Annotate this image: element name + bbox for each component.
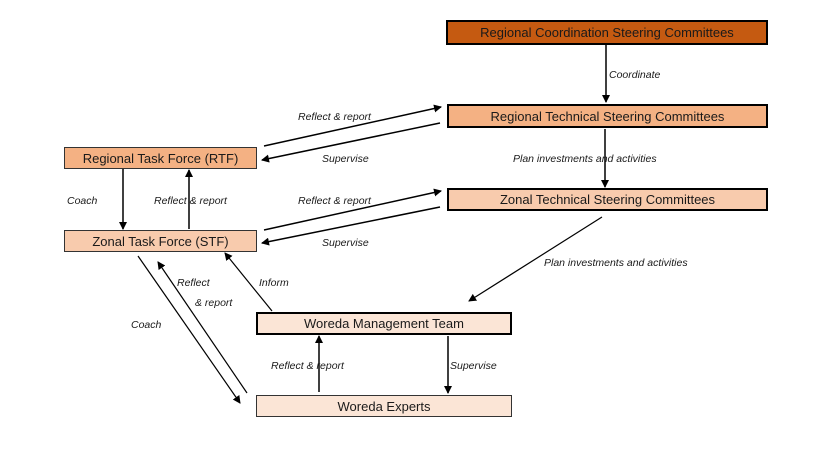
- label-rtf-rtsc: Reflect & report: [298, 111, 371, 123]
- label-rtf-stf: Coach: [67, 195, 98, 207]
- label-ztsc-stf: Supervise: [322, 237, 369, 249]
- node-regional-technical-steering-committees: Regional Technical Steering Committees: [447, 104, 768, 128]
- arrow-stf-to-ztsc: [263, 188, 442, 231]
- node-regional-task-force: Regional Task Force (RTF): [64, 147, 257, 169]
- arrow-we-to-stf: [157, 261, 248, 394]
- arrow-wmt-to-stf: [224, 252, 273, 312]
- label-stf-ztsc: Reflect & report: [298, 195, 371, 207]
- node-zonal-technical-steering-committees: Zonal Technical Steering Committees: [447, 188, 768, 211]
- arrow-ztsc-to-stf: [261, 206, 441, 246]
- label-we-wmt: Reflect & report: [271, 360, 344, 372]
- label-rtsc-ztsc: Plan investments and activities: [513, 153, 657, 165]
- label-we-stf-line1: Reflect: [177, 277, 210, 289]
- label-wmt-stf: Inform: [259, 277, 289, 289]
- node-woreda-experts: Woreda Experts: [256, 395, 512, 417]
- label-rtsc-rtf: Supervise: [322, 153, 369, 165]
- arrow-stf-to-we: [137, 255, 241, 404]
- node-regional-coordination-steering-committees: Regional Coordination Steering Committee…: [446, 20, 768, 45]
- node-zonal-task-force: Zonal Task Force (STF): [64, 230, 257, 252]
- label-we-stf-line2: & report: [195, 297, 233, 309]
- label-stf-rtf: Reflect & report: [154, 195, 227, 207]
- label-coordinate: Coordinate: [609, 69, 661, 81]
- arrow-ztsc-to-wmt: [468, 216, 603, 302]
- label-stf-we: Coach: [131, 319, 162, 331]
- label-ztsc-wmt: Plan investments and activities: [544, 257, 688, 269]
- arrow-rtsc-to-rtf: [261, 122, 441, 163]
- arrow-rtf-to-rtsc: [263, 104, 442, 147]
- label-wmt-we: Supervise: [450, 360, 497, 372]
- node-woreda-management-team: Woreda Management Team: [256, 312, 512, 335]
